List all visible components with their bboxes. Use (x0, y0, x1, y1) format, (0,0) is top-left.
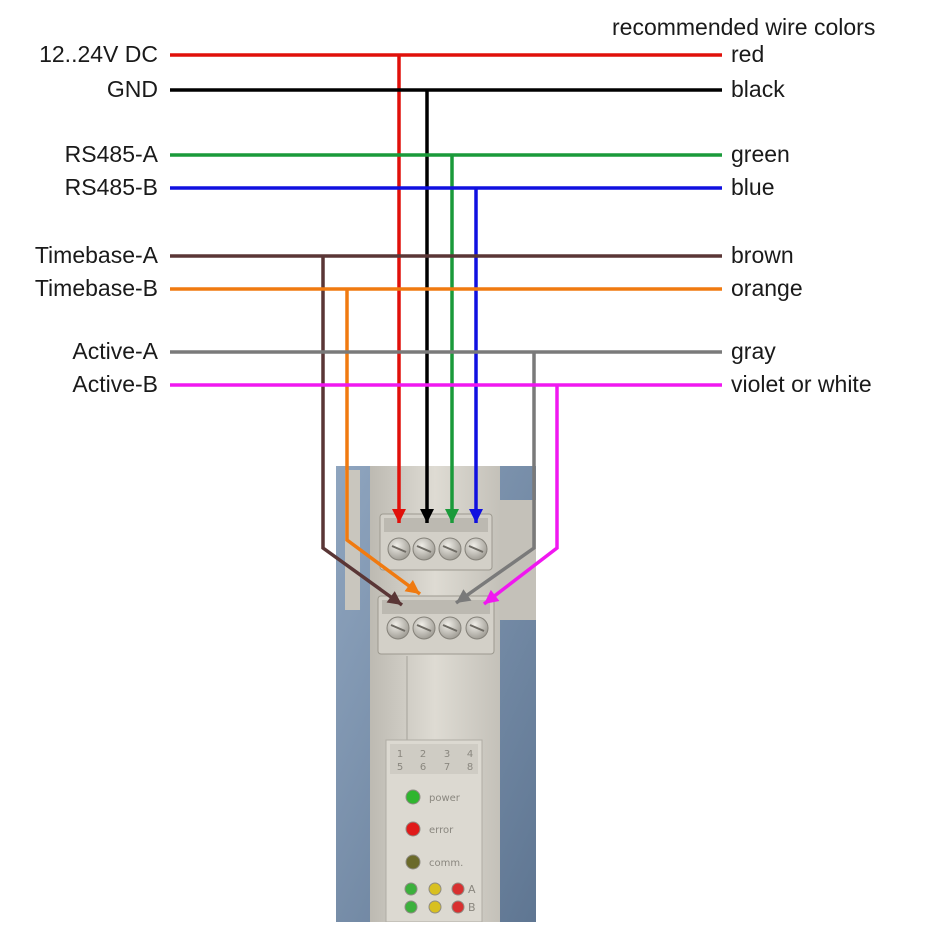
channel-led (451, 900, 465, 914)
screw-slot (442, 545, 458, 553)
wire-arrowhead-red (392, 509, 406, 523)
terminal-slots-bottom (382, 600, 490, 614)
led-label: error (429, 825, 454, 836)
channel-led (404, 900, 418, 914)
screw-slot (416, 624, 432, 632)
terminal-number: 3 (444, 749, 450, 760)
wire-colors-header: recommended wire colors (612, 14, 876, 40)
wire-color-label: gray (731, 338, 776, 364)
status-leds: power error comm. (405, 789, 463, 870)
terminal-number: 8 (467, 762, 473, 773)
wire-drop-gray (454, 352, 536, 605)
wire-color-label: orange (731, 275, 803, 301)
wire-color-label: green (731, 141, 790, 167)
terminal-number: 1 (397, 749, 403, 760)
wire-arrowhead-brown (386, 591, 402, 605)
terminal-number: 4 (467, 749, 473, 760)
screws-top (387, 537, 488, 561)
wires (170, 53, 722, 607)
wire-arrowhead-orange (404, 580, 420, 594)
screw-slot (391, 545, 407, 553)
signal-label: Active-B (72, 371, 158, 397)
signal-label: Timebase-A (34, 242, 158, 268)
led-label: comm. (429, 858, 463, 869)
terminal-slots-top (384, 518, 488, 532)
wire-arrowhead-black (420, 509, 434, 523)
wire-arrowhead-blue (469, 509, 483, 523)
signal-label: RS485-A (64, 141, 158, 167)
device-photo: 1 2 3 4 5 6 7 8 power error comm. AB (336, 466, 536, 923)
screw-slot (416, 545, 432, 553)
led-comm (405, 854, 421, 870)
wire-arrowhead-green (445, 509, 459, 523)
channel-leds: AB (404, 882, 476, 914)
signal-label: Timebase-B (34, 275, 158, 301)
channel-led (404, 882, 418, 896)
terminal-number-strip (390, 744, 478, 774)
signal-label: Active-A (72, 338, 158, 364)
wire-arrowhead-violet-or-white (484, 589, 500, 604)
channel-led-label: B (468, 901, 476, 914)
wire-color-label: blue (731, 174, 775, 200)
screw-slot (442, 624, 458, 632)
screws-bottom (386, 616, 489, 640)
channel-led (451, 882, 465, 896)
screw-slot (468, 545, 484, 553)
channel-led (428, 882, 442, 896)
led-label: power (429, 793, 461, 804)
wire-color-label: brown (731, 242, 794, 268)
channel-led-label: A (468, 883, 476, 896)
terminal-number: 7 (444, 762, 450, 773)
signal-label: RS485-B (64, 174, 158, 200)
screw-slot (469, 624, 485, 632)
screw-slot (390, 624, 406, 632)
wire-arrowhead-gray (456, 589, 472, 603)
terminal-number: 2 (420, 749, 426, 760)
terminal-numbers: 1 2 3 4 5 6 7 8 (397, 749, 473, 773)
wire-color-label: violet or white (731, 371, 872, 397)
wire-color-label: red (731, 41, 765, 67)
signal-label: 12..24V DC (39, 41, 158, 67)
led-error (405, 821, 421, 837)
wire-drop-violet-or-white (482, 385, 559, 606)
terminal-number: 5 (397, 762, 403, 773)
terminal-number: 6 (420, 762, 426, 773)
wire-color-label: black (731, 76, 785, 102)
led-power (405, 789, 421, 805)
channel-led (428, 900, 442, 914)
signal-label: GND (106, 76, 158, 102)
wire-drop-orange (345, 289, 422, 596)
